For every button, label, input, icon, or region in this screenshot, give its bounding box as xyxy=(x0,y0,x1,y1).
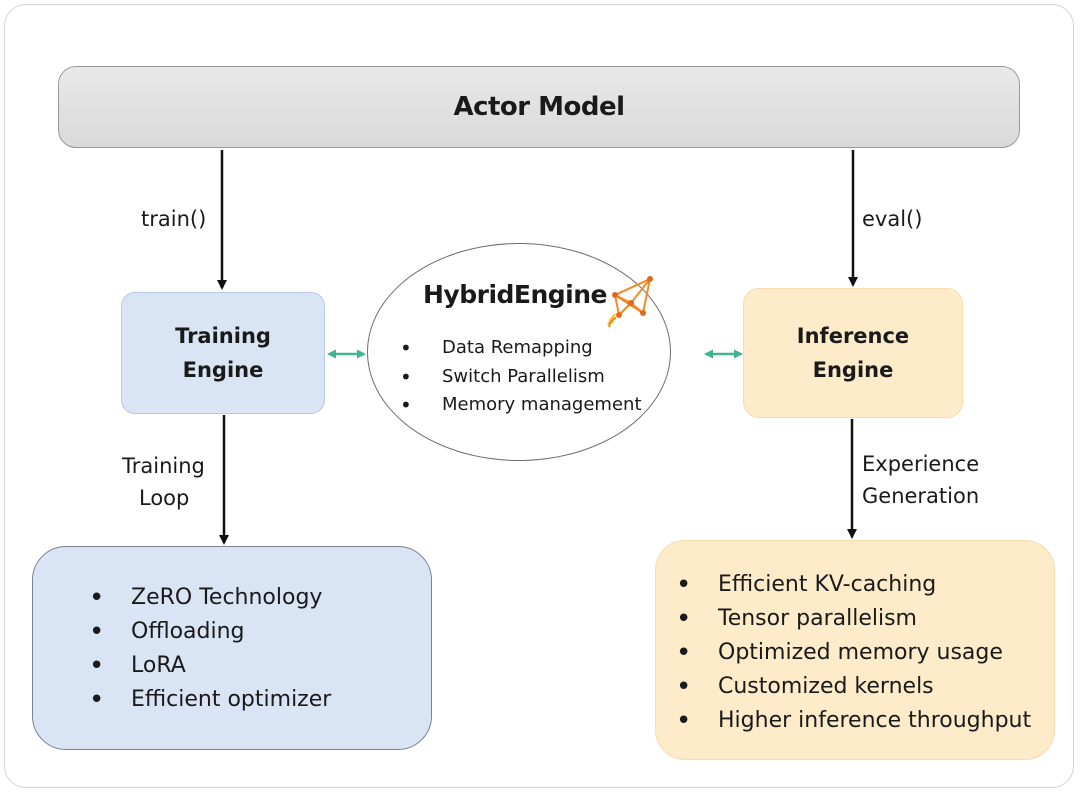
list-item: Memory management xyxy=(396,391,642,420)
list-item: Tensor parallelism xyxy=(668,602,1054,636)
inference-features-box: Efficient KV-caching Tensor parallelism … xyxy=(655,540,1055,760)
list-item: Efficient optimizer xyxy=(81,683,431,717)
training-engine-box: Training Engine xyxy=(121,292,325,414)
experience-generation-label-line-1: Experience xyxy=(862,452,980,476)
eval-label: eval() xyxy=(862,207,923,231)
list-item: Customized kernels xyxy=(668,670,1054,704)
inference-engine-line-1: Inference xyxy=(796,324,910,348)
list-item: Data Remapping xyxy=(396,334,642,363)
list-item: Higher inference throughput xyxy=(668,704,1054,738)
hybrid-engine-list: Data Remapping Switch Parallelism Memory… xyxy=(396,334,642,420)
list-item: Optimized memory usage xyxy=(668,636,1054,670)
list-item: ZeRO Technology xyxy=(81,581,431,615)
training-engine-line-2: Engine xyxy=(182,358,264,382)
training-engine-line-1: Training xyxy=(175,324,271,348)
experience-generation-label-line-2: Generation xyxy=(862,484,980,508)
list-item: Switch Parallelism xyxy=(396,363,642,392)
list-item: LoRA xyxy=(81,649,431,683)
train-label: train() xyxy=(141,207,207,231)
inference-engine-box: Inference Engine xyxy=(743,288,963,418)
training-loop-label-line-2: Loop xyxy=(139,486,190,510)
rocket-network-icon xyxy=(607,276,653,328)
training-loop-label-line-1: Training xyxy=(122,454,205,478)
training-features-box: ZeRO Technology Offloading LoRA Efficien… xyxy=(32,546,432,750)
actor-model-label: Actor Model xyxy=(453,92,625,122)
list-item: Offloading xyxy=(81,615,431,649)
inference-engine-line-2: Engine xyxy=(812,358,894,382)
hybrid-engine-title: HybridEngine xyxy=(423,280,608,309)
actor-model-box: Actor Model xyxy=(58,66,1020,148)
hybrid-engine-ellipse xyxy=(367,243,671,461)
list-item: Efficient KV-caching xyxy=(668,568,1054,602)
